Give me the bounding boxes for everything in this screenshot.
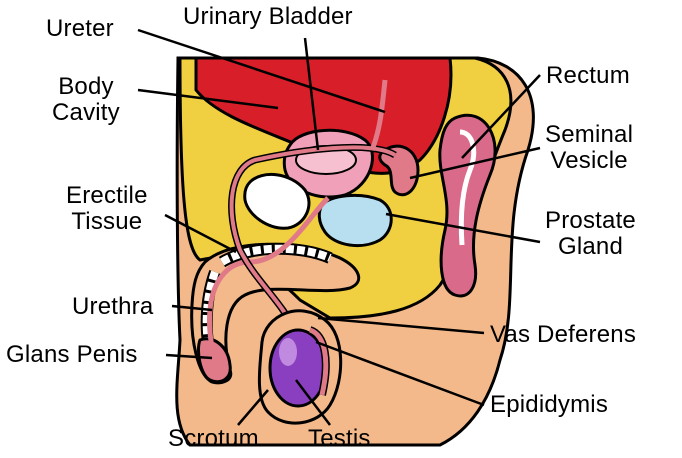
label-urethra: Urethra (72, 293, 154, 320)
label-body-cavity-line1: Body (58, 73, 114, 100)
erectile-tissue-fill (219, 244, 332, 266)
leader-seminal-vesicle (409, 146, 541, 180)
vas-deferens-fill (229, 145, 397, 331)
label-prostate-gland-line1: Prostate (545, 207, 636, 234)
label-prostate-gland: Prostate Gland (545, 208, 636, 260)
label-body-cavity: Body Cavity (52, 74, 120, 126)
pubic-bone (243, 172, 311, 230)
leader-urinary-bladder (303, 37, 320, 151)
rectum-inner (458, 129, 477, 246)
label-ureter: Ureter (46, 15, 114, 42)
leader-lines (137, 28, 541, 426)
seminal-vesicle (378, 144, 420, 197)
leader-ureter (137, 28, 386, 114)
leader-erectile-tissue (164, 213, 237, 254)
leader-epididymis (315, 340, 485, 407)
prostate-gland (317, 194, 393, 247)
leader-prostate-gland (385, 212, 541, 244)
label-seminal-vesicle-line2: Vesicle (550, 147, 628, 174)
label-erectile-tissue-line1: Erectile (66, 182, 148, 209)
leader-glans-penis (165, 353, 213, 360)
leader-vas-deferens (317, 316, 485, 335)
leader-testis (295, 379, 331, 426)
leader-urethra (171, 304, 213, 312)
epididymis-fill (308, 327, 329, 396)
label-seminal-vesicle-line1: Seminal (545, 121, 634, 148)
label-testis: Testis (308, 425, 371, 452)
label-rectum: Rectum (546, 62, 630, 89)
leader-body-cavity (137, 88, 279, 110)
label-body-cavity-line2: Cavity (52, 99, 120, 126)
ureter-tube (369, 79, 388, 151)
label-prostate-gland-line2: Gland (557, 233, 624, 260)
leader-scrotum (237, 389, 269, 426)
label-seminal-vesicle: Seminal Vesicle (545, 122, 633, 174)
label-scrotum: Scrotum (168, 425, 259, 452)
label-epididymis: Epididymis (490, 391, 609, 418)
label-erectile-tissue-line2: Tissue (71, 208, 143, 235)
penis (190, 242, 361, 385)
urethra-tube (207, 196, 330, 366)
label-erectile-tissue: Erectile Tissue (66, 183, 148, 235)
label-vas-deferens: Vas Deferens (490, 321, 637, 348)
leader-rectum (461, 74, 541, 159)
testis-highlight (279, 338, 297, 366)
label-urinary-bladder: Urinary Bladder (183, 3, 353, 30)
label-glans-penis: Glans Penis (6, 341, 138, 368)
